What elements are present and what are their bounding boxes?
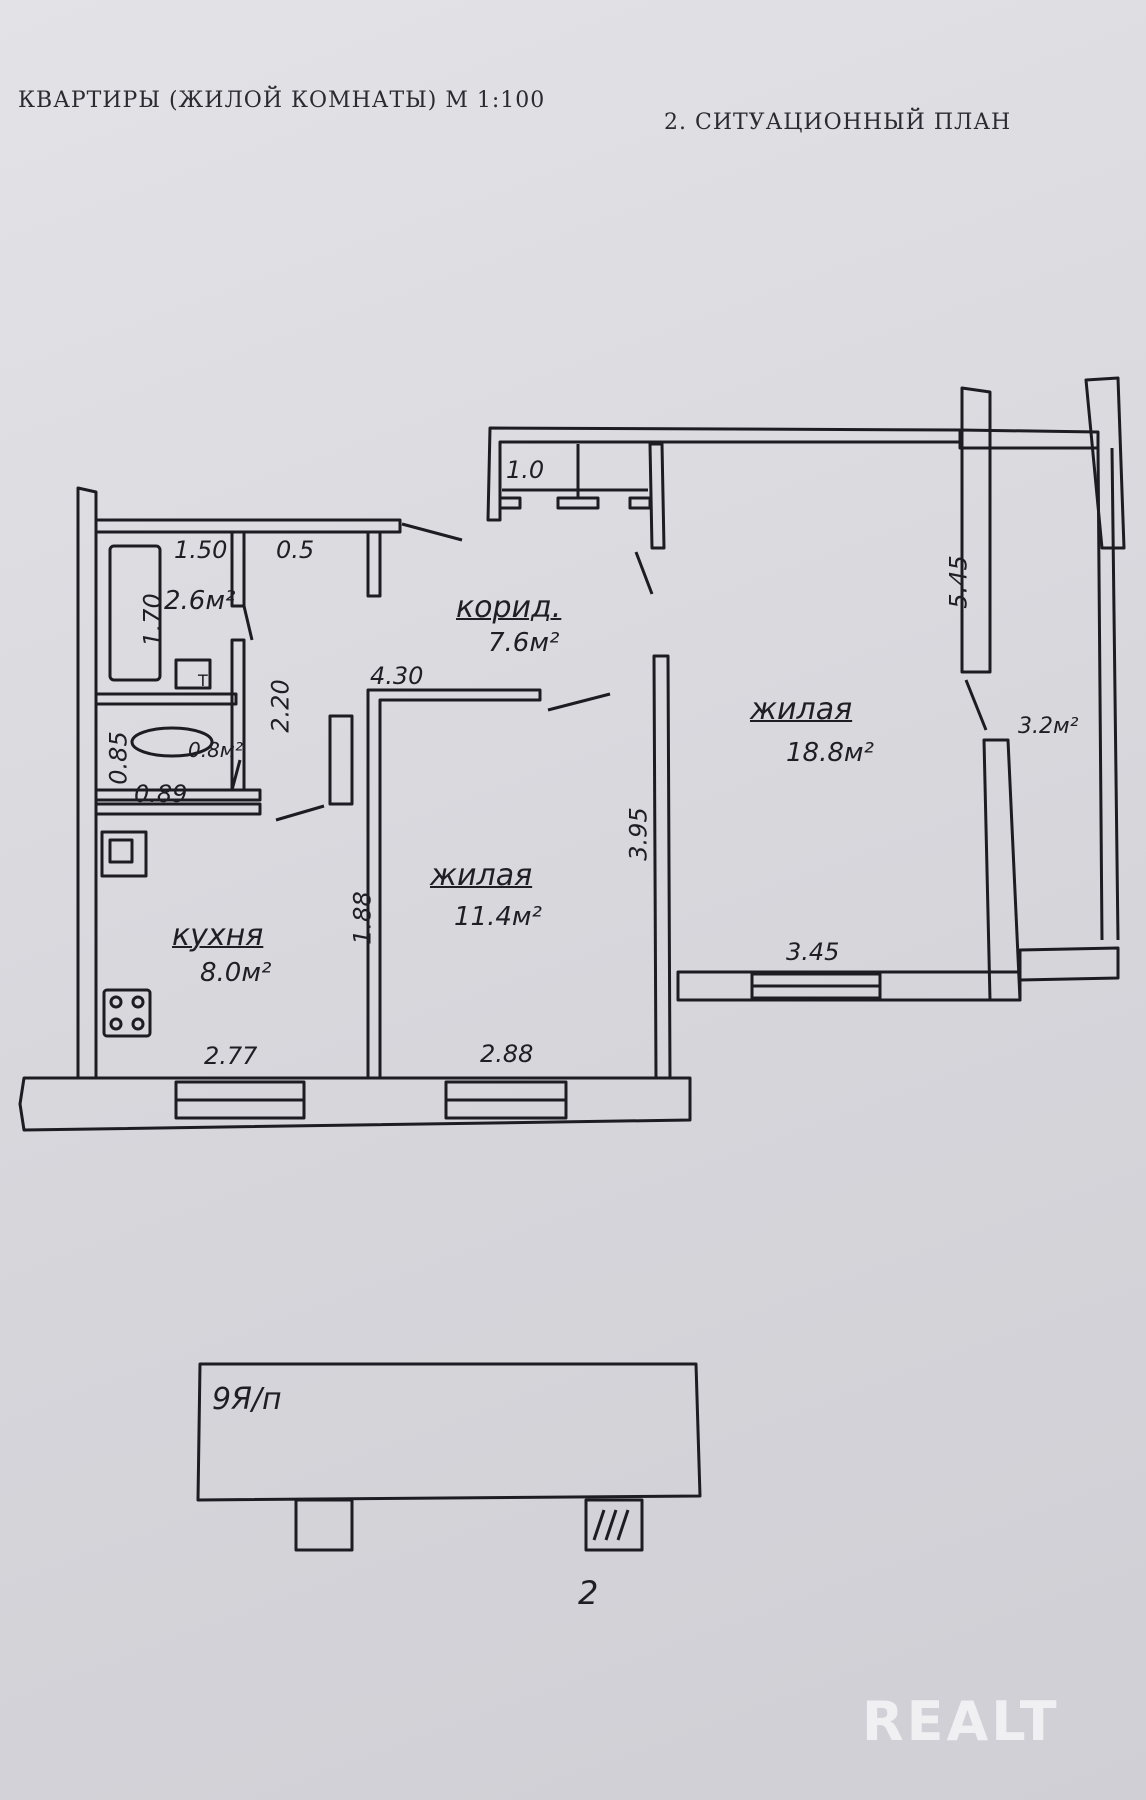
- closet-door-2: [556, 496, 600, 510]
- kitchen-partition: [328, 714, 354, 806]
- kitchen-area: 8.0м²: [200, 958, 272, 988]
- boiler-icon: [100, 830, 148, 878]
- corridor-bigroom-wall: [648, 442, 666, 550]
- bathtub: [108, 544, 162, 682]
- wc-door: [230, 759, 242, 791]
- building-label: 9Я/п: [212, 1382, 282, 1417]
- bath-sink: [174, 658, 212, 690]
- balcony-partition: [982, 738, 1022, 1002]
- dim-0-5: 0.5: [276, 536, 315, 564]
- left-outer-wall: [76, 486, 98, 1080]
- entrance-label: 2: [578, 1574, 599, 1612]
- balcony-door: [964, 679, 988, 731]
- balcony-area: 3.2м²: [1018, 714, 1079, 739]
- balcony-bottom-wall: [1018, 946, 1120, 982]
- wc-kitchen-wall: [94, 788, 262, 802]
- closet-door-3: [628, 496, 652, 510]
- dim-1-88: 1.88: [348, 891, 377, 945]
- entrance-1: [294, 1498, 354, 1552]
- small-room-top-wall: [366, 688, 542, 1080]
- dim-2-77: 2.77: [204, 1042, 258, 1070]
- entry-door: [401, 522, 463, 542]
- plan-title: КВАРТИРЫ (ЖИЛОЙ КОМНАТЫ) М 1:100: [18, 88, 546, 113]
- realt-watermark: REALT: [862, 1690, 1060, 1753]
- kitchen-name: кухня: [172, 918, 264, 953]
- toilet-bowl: [130, 726, 214, 758]
- wc-area: 0.8м²: [188, 738, 243, 762]
- balcony-top-wall: [958, 428, 1100, 450]
- living-large-name: жилая: [750, 692, 853, 727]
- dim-1-0: 1.0: [506, 456, 545, 484]
- living-large-area: 18.8м²: [786, 738, 874, 768]
- bath-top-wall: [94, 518, 402, 534]
- dim-3-45: 3.45: [786, 938, 840, 966]
- stove-icon: [102, 988, 152, 1038]
- smallroom-bigroom-wall: [652, 654, 672, 1080]
- column-right: [1084, 376, 1126, 550]
- bath-door: [242, 605, 254, 641]
- building-outline: [196, 1362, 702, 1502]
- closet-door-1: [498, 496, 522, 510]
- column-left: [960, 386, 992, 674]
- dim-3-95: 3.95: [624, 807, 653, 861]
- living-small-area: 11.4м²: [454, 902, 542, 932]
- entrance-2: [584, 1498, 644, 1552]
- closet-wall: [366, 530, 382, 598]
- situation-plan-title: 2. СИТУАЦИОННЫЙ ПЛАН: [664, 110, 1012, 135]
- dim-0-89: 0.89: [134, 780, 188, 808]
- corridor-name: корид.: [456, 590, 562, 625]
- dim-4-30: 4.30: [370, 662, 424, 690]
- dim-1-70: 1.70: [138, 593, 167, 647]
- small-room-door: [547, 692, 611, 712]
- dim-2-20: 2.20: [266, 679, 295, 733]
- kitchen-top-wall: [94, 802, 262, 816]
- bath-wc-partition: [94, 692, 238, 706]
- toilet-t-icon: T: [197, 671, 208, 690]
- living-small-name: жилая: [430, 858, 533, 893]
- dim-2-88: 2.88: [480, 1040, 534, 1068]
- kitchen-door: [275, 804, 325, 822]
- dim-5-45: 5.45: [944, 555, 973, 609]
- bottom-outer-wall: [18, 1076, 692, 1132]
- dim-1-50: 1.50: [174, 536, 228, 564]
- dim-0-85: 0.85: [104, 731, 133, 785]
- corridor-area: 7.6м²: [488, 628, 560, 658]
- corridor-door: [634, 551, 654, 595]
- bath-area: 2.6м²: [164, 586, 236, 616]
